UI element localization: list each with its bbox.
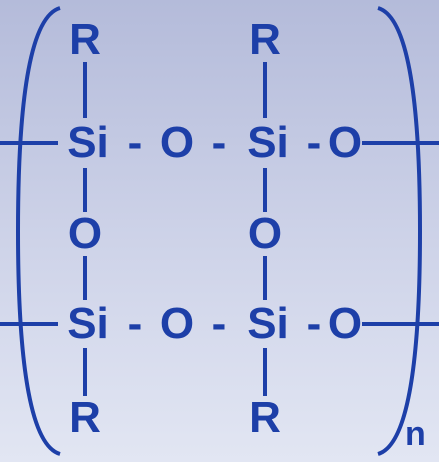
atom-o-top-mid: O (159, 118, 195, 167)
atom-o-bot-mid: O (159, 299, 195, 348)
atom-o-mid-left: O (67, 209, 103, 258)
dash-2: - (211, 118, 227, 167)
atom-r-top-left: R (69, 15, 101, 64)
atom-si-bot-right: Si (247, 299, 289, 348)
dash-3: - (306, 118, 322, 167)
atom-o-mid-right: O (247, 209, 283, 258)
atom-si-bot-left: Si (67, 299, 109, 348)
atom-r-top-right: R (249, 15, 281, 64)
atom-si-top-left: Si (67, 118, 109, 167)
dash-1: - (127, 118, 143, 167)
repeat-unit-n: n (405, 415, 426, 453)
right-bracket (377, 6, 423, 456)
left-bracket (15, 6, 61, 456)
dash-5: - (127, 299, 143, 348)
dash-7: - (306, 299, 322, 348)
atom-r-bot-right: R (249, 393, 281, 442)
atom-si-top-right: Si (247, 118, 289, 167)
atom-r-bot-left: R (69, 393, 101, 442)
dash-6: - (211, 299, 227, 348)
atom-o-bot-end: O (327, 299, 363, 348)
atom-o-top-end: O (327, 118, 363, 167)
